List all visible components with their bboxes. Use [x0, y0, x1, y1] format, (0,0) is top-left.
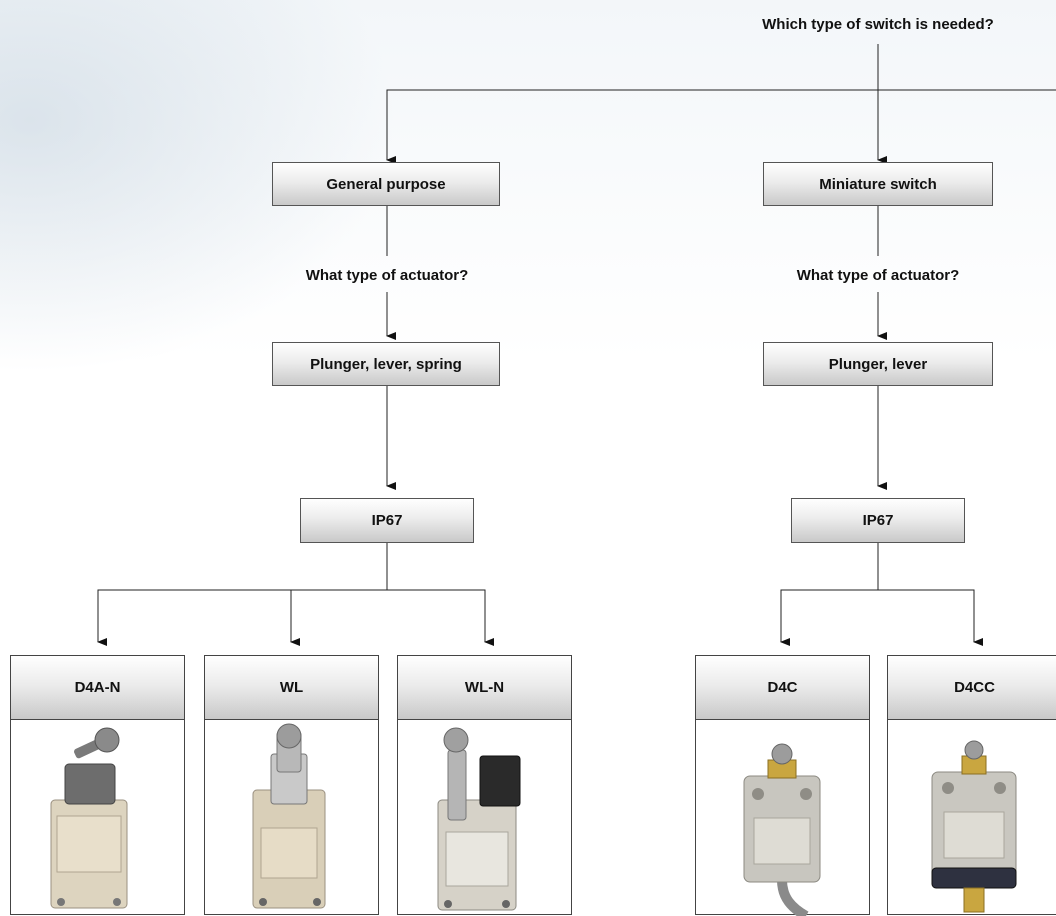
d4a-n-switch-image	[50, 727, 128, 909]
miniature-actuator-question: What type of actuator?	[796, 267, 960, 284]
product-card-wl: WL	[204, 655, 379, 915]
arrow-miniature-ip67-to-products	[780, 589, 983, 646]
product-name: D4CC	[888, 656, 1056, 720]
miniature-actuator-node: Plunger, lever	[763, 342, 993, 386]
general-actuator-node: Plunger, lever, spring	[272, 342, 500, 386]
product-card-wl-n: WL-N	[397, 655, 572, 915]
product-name: D4C	[696, 656, 869, 720]
miniature-switch-node: Miniature switch	[763, 162, 993, 206]
product-name: WL	[205, 656, 378, 720]
product-card-d4cc: D4CC	[887, 655, 1056, 915]
root-question: Which type of switch is needed?	[762, 16, 994, 33]
product-name: D4A-N	[11, 656, 184, 720]
d4cc-switch-image	[931, 740, 1017, 913]
d4c-switch-image	[743, 743, 821, 916]
product-name: WL-N	[398, 656, 571, 720]
product-card-d4a-n: D4A-N	[10, 655, 185, 915]
product-card-d4c: D4C	[695, 655, 870, 916]
general-ip67-node: IP67	[300, 498, 474, 543]
wl-n-switch-image	[437, 727, 521, 911]
general-purpose-node: General purpose	[272, 162, 500, 206]
arrow-root-to-general	[386, 89, 1056, 164]
general-actuator-question: What type of actuator?	[305, 267, 469, 284]
miniature-ip67-node: IP67	[791, 498, 965, 543]
wl-switch-image	[252, 723, 326, 909]
